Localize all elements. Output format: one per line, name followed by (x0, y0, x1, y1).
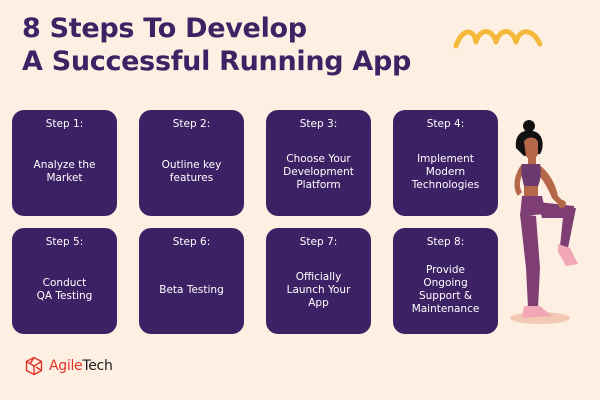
step-description: Conduct QA Testing (36, 277, 93, 302)
step-description: Outline key features (161, 159, 222, 184)
step-description: Choose Your Development Platform (283, 152, 354, 191)
step-card-7: Step 7: Officially Launch Your App (266, 228, 371, 334)
step-label: Step 8: (426, 236, 465, 248)
agiletech-logo: AgileTech (24, 356, 113, 376)
step-label: Step 4: (426, 118, 465, 130)
step-card-5: Step 5: Conduct QA Testing (12, 228, 117, 334)
page-title: 8 Steps To Develop A Successful Running … (22, 12, 462, 78)
step-card-8: Step 8: Provide Ongoing Support & Mainte… (393, 228, 498, 334)
title-line-2: A Successful Running App (22, 46, 412, 77)
step-label: Step 2: (172, 118, 211, 130)
logo-text: AgileTech (49, 358, 113, 374)
step-description: Provide Ongoing Support & Maintenance (411, 264, 480, 315)
step-description: Implement Modern Technologies (411, 152, 480, 191)
step-label: Step 7: (299, 236, 338, 248)
step-description: Analyze the Market (33, 159, 96, 184)
step-label: Step 6: (172, 236, 211, 248)
logo-text-agile: Agile (49, 358, 83, 374)
runner-illustration-icon (510, 120, 578, 324)
step-card-2: Step 2: Outline key features (139, 110, 244, 216)
step-description: Officially Launch Your App (286, 270, 351, 309)
step-card-3: Step 3: Choose Your Development Platform (266, 110, 371, 216)
squiggle-decoration-icon (453, 29, 543, 49)
step-description: Beta Testing (159, 283, 224, 296)
title-line-1: 8 Steps To Develop (22, 13, 307, 44)
step-card-4: Step 4: Implement Modern Technologies (393, 110, 498, 216)
step-label: Step 5: (45, 236, 84, 248)
step-card-6: Step 6: Beta Testing (139, 228, 244, 334)
network-icon (25, 356, 43, 376)
logo-text-tech: Tech (82, 358, 113, 374)
step-label: Step 3: (299, 118, 338, 130)
step-label: Step 1: (45, 118, 84, 130)
step-card-1: Step 1: Analyze the Market (12, 110, 117, 216)
